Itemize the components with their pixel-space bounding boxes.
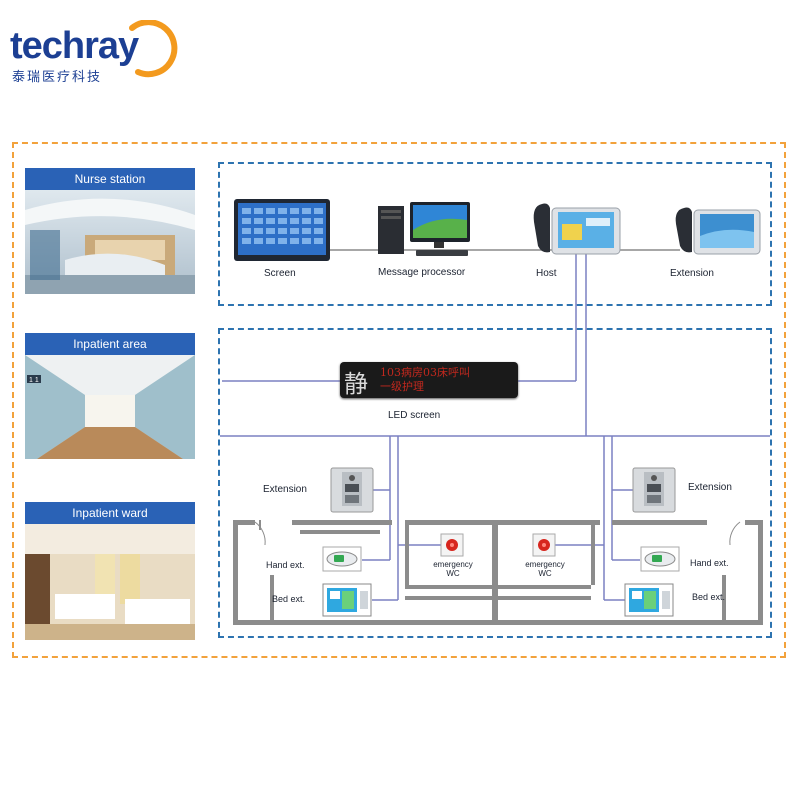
side-panel-nurse-station: Nurse station xyxy=(25,168,195,294)
brand-logo-text: techray xyxy=(10,25,139,67)
wall-extension-right-icon xyxy=(632,467,676,513)
led-screen xyxy=(340,362,518,398)
extension-terminal-icon xyxy=(675,207,761,255)
side-panel-inpatient-area: Inpatient area 1 1 xyxy=(25,333,195,459)
led-line-2: 一级护理 xyxy=(380,380,424,393)
bed-extension-left-icon xyxy=(322,583,372,617)
hand-ext-left-label: Hand ext. xyxy=(266,560,305,570)
inpatient-ward-photo xyxy=(25,524,195,640)
emergency-wc-left-label: emergency WC xyxy=(426,560,480,578)
message-processor-icon xyxy=(378,202,470,256)
outer-frame xyxy=(12,142,786,658)
panel-title: Inpatient ward xyxy=(25,502,195,524)
message-processor-label: Message processor xyxy=(378,267,466,278)
emergency-right-line2: WC xyxy=(538,569,552,578)
screen-label: Screen xyxy=(264,268,296,279)
emergency-button-right-icon xyxy=(532,533,556,557)
nurse-station-photo xyxy=(25,190,195,294)
emergency-left-line2: WC xyxy=(446,569,460,578)
nurse-station-box xyxy=(218,162,772,306)
panel-title: Nurse station xyxy=(25,168,195,190)
emergency-left-line1: emergency xyxy=(433,560,473,569)
host-terminal-icon xyxy=(533,203,621,255)
wall-extension-left-icon xyxy=(330,467,374,513)
panel-title: Inpatient area xyxy=(25,333,195,355)
led-message: 103病房03床呼叫 一级护理 xyxy=(380,366,470,394)
screen-monitor-icon xyxy=(234,199,330,261)
hand-ext-right-label: Hand ext. xyxy=(690,558,729,568)
ward-area-box xyxy=(218,328,772,638)
emergency-right-line1: emergency xyxy=(525,560,565,569)
emergency-wc-right-label: emergency WC xyxy=(518,560,572,578)
bed-ext-right-label: Bed ext. xyxy=(692,592,726,602)
bed-ext-left-label: Bed ext. xyxy=(272,594,306,604)
extension-right-label: Extension xyxy=(688,482,732,493)
led-line-1: 103病房03床呼叫 xyxy=(380,366,470,379)
side-panel-inpatient-ward: Inpatient ward xyxy=(25,502,195,640)
extension-top-label: Extension xyxy=(670,268,714,279)
bed-extension-right-icon xyxy=(624,583,674,617)
hand-extension-right-icon xyxy=(640,546,680,572)
led-screen-label: LED screen xyxy=(388,410,441,421)
extension-left-label: Extension xyxy=(263,484,307,495)
brand-subtitle: 泰瑞医疗科技 xyxy=(12,70,103,85)
svg-text:1 1: 1 1 xyxy=(29,377,39,384)
inpatient-area-photo: 1 1 xyxy=(25,355,195,459)
hand-extension-left-icon xyxy=(322,546,362,572)
led-static-char: 静 xyxy=(344,370,368,398)
host-label: Host xyxy=(536,268,557,279)
logo-swoosh-icon xyxy=(129,20,178,78)
emergency-button-left-icon xyxy=(440,533,464,557)
